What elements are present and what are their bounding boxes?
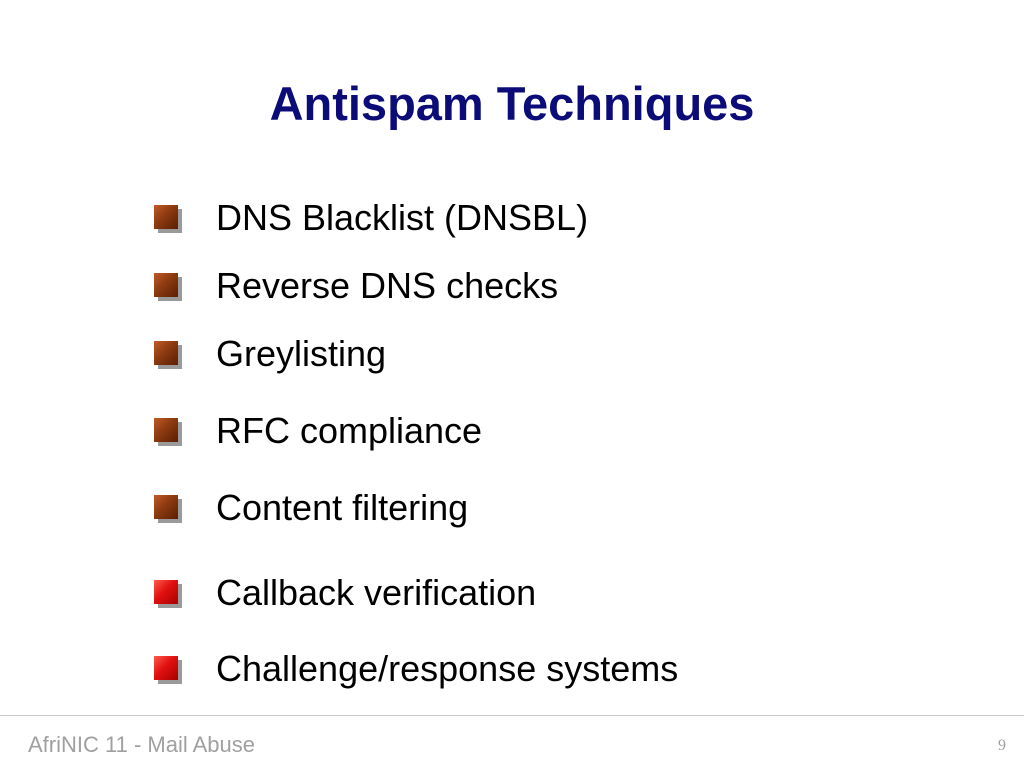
footer-text: AfriNIC 11 - Mail Abuse [28, 732, 256, 757]
bullet-item: Callback verification [154, 571, 536, 615]
footer-divider [0, 715, 1024, 716]
bullet-item: RFC compliance [154, 409, 482, 453]
slide-title: Antispam Techniques [269, 77, 755, 130]
red-square-bullet-icon [154, 656, 182, 684]
bullet-text: Content filtering [216, 487, 469, 528]
brown-square-bullet-icon [154, 205, 182, 233]
bullet-item: DNS Blacklist (DNSBL) [154, 196, 588, 240]
bullet-item: Reverse DNS checks [154, 264, 558, 308]
bullet-text: Reverse DNS checks [216, 265, 559, 306]
bullet-item: Challenge/response systems [154, 647, 678, 691]
bullet-text: Greylisting [216, 333, 387, 374]
bullet-text: RFC compliance [216, 410, 483, 451]
red-square-bullet-icon [154, 580, 182, 608]
bullet-text: Callback verification [216, 572, 537, 613]
bullet-list: DNS Blacklist (DNSBL) Reverse DNS checks… [154, 196, 678, 691]
bullet-text: DNS Blacklist (DNSBL) [216, 197, 589, 238]
bullet-item: Content filtering [154, 486, 468, 530]
brown-square-bullet-icon [154, 341, 182, 369]
bullet-text: Challenge/response systems [216, 648, 679, 689]
brown-square-bullet-icon [154, 495, 182, 523]
brown-square-bullet-icon [154, 273, 182, 301]
brown-square-bullet-icon [154, 418, 182, 446]
bullet-item: Greylisting [154, 332, 386, 376]
page-number: 9 [998, 737, 1006, 754]
